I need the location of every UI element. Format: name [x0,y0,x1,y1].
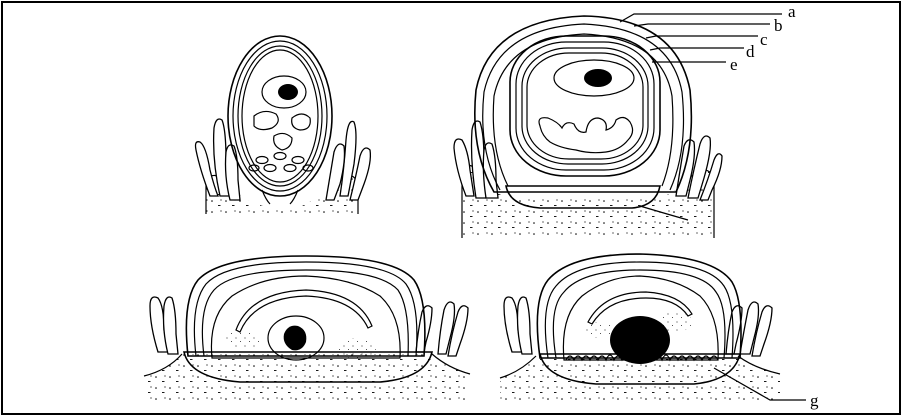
panel-stage-1 [196,36,371,214]
wall-d [516,42,654,170]
label-d: d [746,42,755,61]
label-c: c [760,30,768,49]
leader-c [646,36,758,38]
label-g: g [810,391,819,410]
leader-a [620,14,782,22]
label-b: b [774,16,783,35]
receptacle-tissue [144,354,470,400]
nucleolus [284,326,307,351]
leader-b [634,24,770,26]
paraphysis [226,145,241,200]
nucleolus [278,84,298,100]
cytoplasm-body [274,133,292,150]
leader-d [650,48,744,50]
panel-stage-2: a b c d e [454,2,796,238]
wall-b [493,34,673,186]
panel-stage-4: g [500,254,819,410]
nucleolus [584,69,612,87]
cytoplasm-body [292,114,311,130]
panel-stage-3 [144,256,470,400]
cytoplasm-body [254,111,278,129]
paraphysis [164,297,179,354]
label-a: a [788,2,796,21]
outer-wall [228,36,332,196]
label-e: e [730,55,738,74]
crescent-body [236,290,372,332]
lobed-body [539,117,633,152]
paraphysis [518,297,533,354]
wall-e [522,48,648,164]
wall-c [510,36,660,176]
basal-cells [249,153,313,172]
